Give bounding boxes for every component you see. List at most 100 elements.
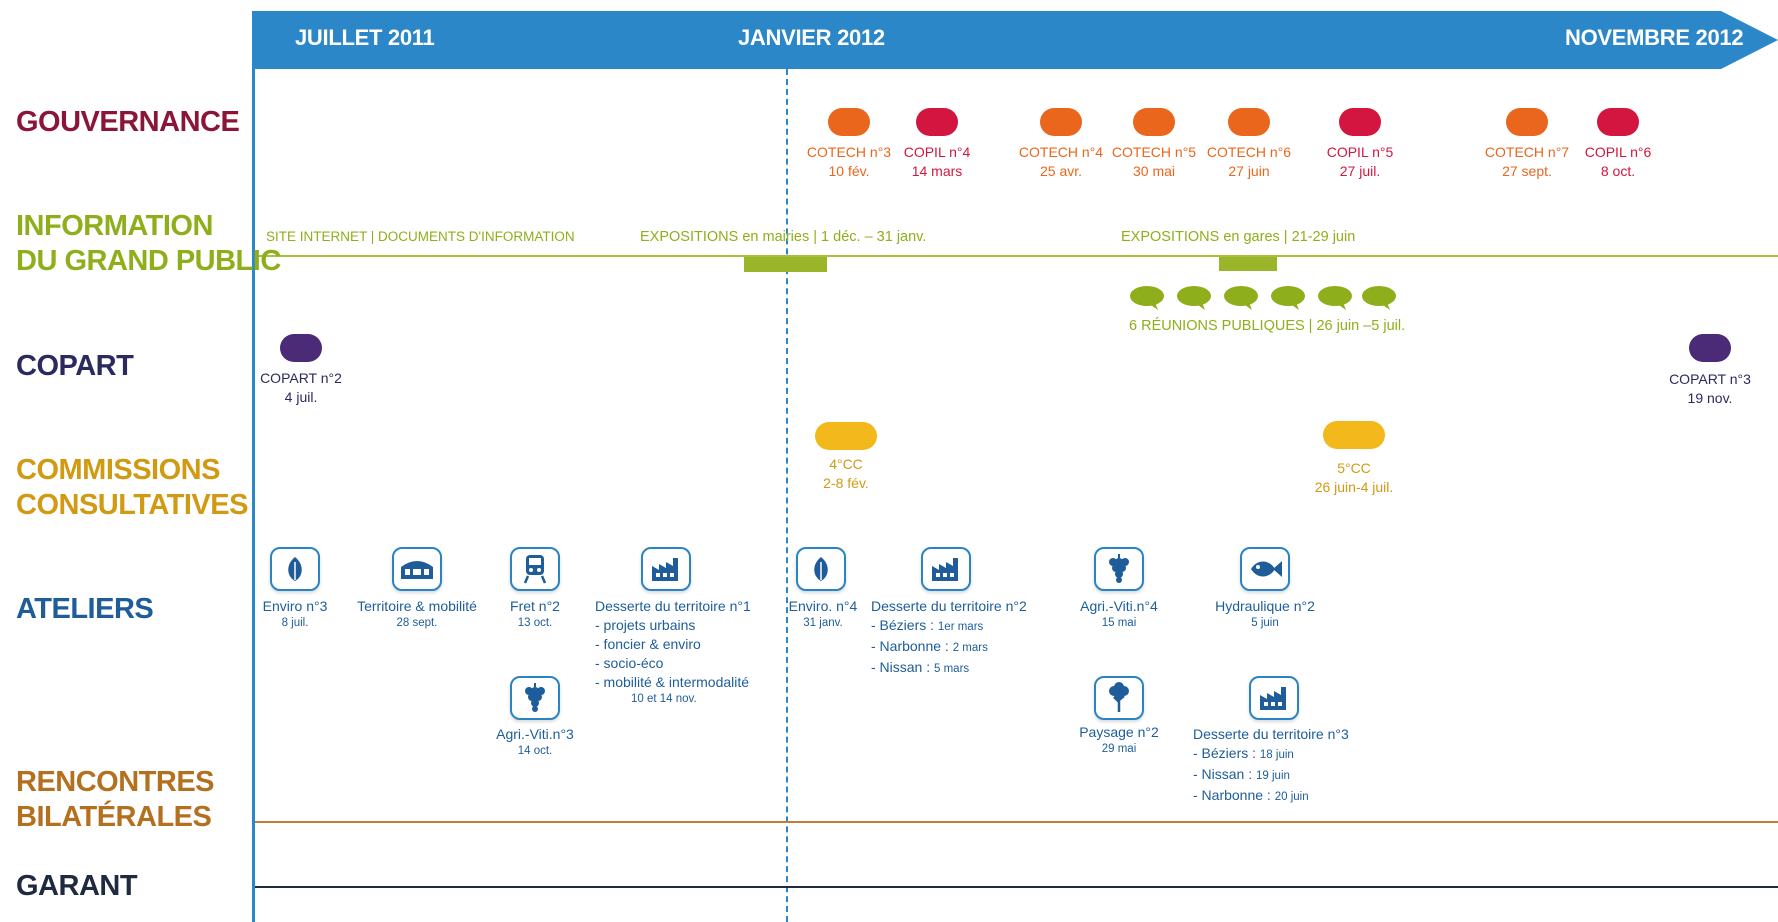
copil-6-pill — [1597, 108, 1639, 136]
event-date: 4 juil. — [284, 389, 318, 405]
event-date: 26 juin-4 juil. — [1314, 479, 1394, 495]
event-name: COPIL n°6 — [1584, 144, 1652, 160]
row-label-text: BILATÉRALES — [16, 801, 212, 833]
garant-line — [255, 886, 1778, 888]
atelier-date: 10 et 14 nov. — [631, 693, 697, 705]
copil-4-label: COPIL n°4 14 mars — [887, 143, 987, 181]
territoire-atelier — [392, 547, 442, 591]
enviro-3-atelier — [270, 547, 320, 591]
row-label-rencontres: RENCONTRES BILATÉRALES — [16, 765, 215, 835]
expo-gares-bar — [1219, 257, 1277, 271]
cc-5-pill — [1323, 421, 1385, 449]
leaf-icon — [814, 557, 828, 581]
atelier-date: 15 mai — [1101, 617, 1137, 629]
atelier-name: Desserte du territoire n°1 — [595, 598, 751, 614]
item-date: 20 juin — [1274, 791, 1309, 803]
cotech-3-label: COTECH n°3 10 fév. — [799, 143, 899, 181]
expo-gares-label: EXPOSITIONS en gares | 21-29 juin — [1121, 229, 1356, 245]
atelier-item: - mobilité & intermodalité — [595, 674, 750, 690]
atelier-name: Territoire & mobilité — [357, 598, 477, 614]
atelier-name: Enviro n°3 — [262, 598, 328, 614]
rencontres-line — [255, 821, 1778, 823]
train-icon — [523, 555, 547, 584]
agri-4-label: Agri.-Viti.n°4 15 mai — [1059, 597, 1179, 631]
row-label-gouvernance: GOUVERNANCE — [16, 105, 240, 140]
atelier-item: - Narbonne : 2 mars — [871, 637, 1051, 658]
banner-date-mid: JANVIER 2012 — [738, 25, 885, 50]
agri-3-atelier — [510, 676, 560, 720]
item-date: 5 mars — [934, 663, 970, 675]
row-label-commissions: COMMISSIONS CONSULTATIVES — [16, 453, 248, 523]
atelier-name: Agri.-Viti.n°4 — [1080, 598, 1158, 614]
row-label-text: DU GRAND PUBLIC — [16, 245, 281, 277]
row-label-ateliers: ATELIERS — [16, 592, 154, 627]
event-date: 10 fév. — [828, 163, 870, 179]
copart-2-pill — [280, 334, 322, 362]
copil-6-label: COPIL n°6 8 oct. — [1568, 143, 1668, 181]
row-label-text: GOUVERNANCE — [16, 106, 240, 138]
event-name: COTECH n°3 — [806, 144, 892, 160]
territoire-label: Territoire & mobilité 28 sept. — [342, 597, 492, 631]
atelier-date: 31 janv. — [803, 617, 843, 629]
banner-date-start: JUILLET 2011 — [295, 25, 435, 50]
today-dashed-line — [786, 69, 788, 922]
event-date: 27 sept. — [1502, 163, 1552, 179]
row-label-text: CONSULTATIVES — [16, 489, 248, 521]
leaf-icon — [288, 557, 302, 581]
atelier-date: 5 juin — [1251, 617, 1279, 629]
atelier-name: Agri.-Viti.n°3 — [496, 726, 574, 742]
atelier-date: 14 oct. — [517, 745, 553, 757]
atelier-date: 29 mai — [1101, 743, 1137, 755]
event-name: COPART n°2 — [260, 370, 342, 386]
speech-bubble-icon — [1318, 286, 1352, 310]
item-place: - Béziers : — [871, 617, 938, 633]
cotech-7-pill — [1506, 108, 1548, 136]
fret-2-label: Fret n°2 13 oct. — [485, 597, 585, 631]
train-station-icon — [401, 561, 433, 579]
cotech-5-label: COTECH n°5 30 mai — [1104, 143, 1204, 181]
copart-3-pill — [1689, 334, 1731, 362]
event-date: 27 juil. — [1339, 163, 1381, 179]
atelier-name: Desserte du territoire n°2 — [871, 598, 1027, 614]
event-date: 2-8 fév. — [823, 475, 869, 491]
timeline-left-axis — [252, 11, 255, 922]
atelier-name: Enviro. n°4 — [788, 598, 858, 614]
item-date: 1er mars — [937, 621, 984, 633]
event-name: 4°CC — [829, 456, 863, 472]
atelier-date: 28 sept. — [396, 617, 438, 629]
event-name: COTECH n°4 — [1018, 144, 1104, 160]
atelier-date: 8 juil. — [281, 617, 309, 629]
enviro-3-label: Enviro n°3 8 juil. — [245, 597, 345, 631]
information-line — [255, 255, 1778, 257]
row-label-text: COMMISSIONS — [16, 454, 220, 486]
row-label-text: GARANT — [16, 870, 138, 902]
item-place: - Nissan : — [1193, 766, 1257, 782]
item-place: - Narbonne : — [871, 638, 953, 654]
event-name: COPIL n°4 — [903, 144, 971, 160]
row-label-text: RENCONTRES — [16, 766, 215, 798]
row-label-garant: GARANT — [16, 869, 138, 904]
cotech-7-label: COTECH n°7 27 sept. — [1477, 143, 1577, 181]
atelier-name: Paysage n°2 — [1079, 724, 1159, 740]
copil-5-label: COPIL n°5 27 juil. — [1310, 143, 1410, 181]
speech-bubble-icon — [1177, 286, 1211, 310]
cotech-6-pill — [1228, 108, 1270, 136]
atelier-item: - Nissan : 19 juin — [1193, 765, 1373, 786]
copart-2-label: COPART n°2 4 juil. — [251, 369, 351, 407]
speech-bubble-icon — [1130, 286, 1164, 310]
tree-icon — [1109, 682, 1129, 712]
banner-date-end: NOVEMBRE 2012 — [1565, 25, 1744, 50]
enviro-4-label: Enviro. n°4 31 janv. — [773, 597, 873, 631]
desserte-1-atelier — [641, 547, 691, 591]
copil-5-pill — [1339, 108, 1381, 136]
desserte-2-atelier — [921, 547, 971, 591]
desserte-3-label: Desserte du territoire n°3 - Béziers : 1… — [1193, 725, 1373, 807]
atelier-item: - Narbonne : 20 juin — [1193, 786, 1373, 807]
atelier-name: Hydraulique n°2 — [1215, 598, 1315, 614]
atelier-item: - foncier & enviro — [595, 636, 701, 652]
agri-3-label: Agri.-Viti.n°3 14 oct. — [475, 725, 595, 759]
event-name: COTECH n°6 — [1206, 144, 1292, 160]
enviro-4-atelier — [796, 547, 846, 591]
expo-mairies-label: EXPOSITIONS en mairies | 1 déc. – 31 jan… — [640, 229, 927, 245]
item-date: 19 juin — [1256, 770, 1290, 782]
